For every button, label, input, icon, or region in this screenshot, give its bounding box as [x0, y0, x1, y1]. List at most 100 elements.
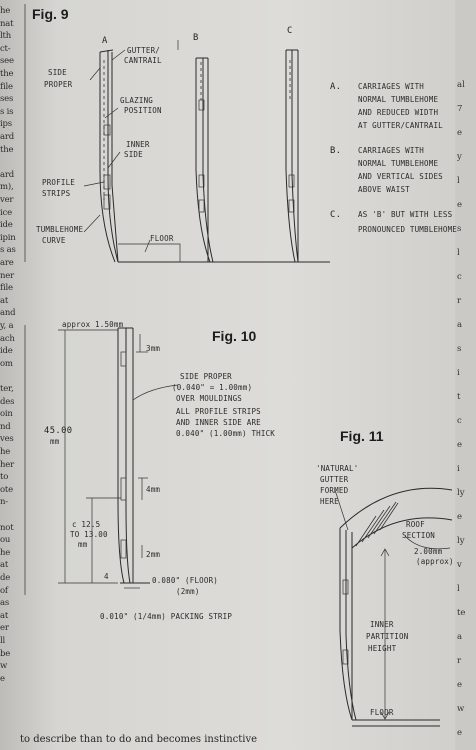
fig11-natural-3: FORMED — [320, 486, 349, 495]
right-margin-fragment: c — [457, 416, 462, 426]
left-margin-fragment: s is — [0, 106, 14, 117]
fig10-note-2: AND INNER SIDE ARE — [176, 418, 261, 427]
fig11-approx-1: 2.00mm — [414, 547, 443, 556]
left-margin-fragment: oin — [0, 409, 13, 420]
right-margin-fragment: ly — [457, 488, 465, 498]
fig9-title: Fig. 9 — [32, 6, 69, 22]
fig9-col-a-label: A — [102, 36, 108, 46]
fig9-label-side: SIDE — [48, 68, 67, 77]
legend-b-line1: CARRIAGES WITH — [358, 146, 425, 155]
left-margin-fragment: w — [0, 661, 8, 672]
fig9-label-floor: FLOOR — [150, 234, 174, 243]
right-margin-fragment: e — [457, 680, 463, 690]
fig10-dim-125-1: c 12.5 — [72, 520, 101, 529]
fig9-label-curve: CURVE — [42, 236, 66, 245]
right-margin-fragment: e — [457, 200, 463, 210]
fig10-dim-45: 45.00 — [44, 426, 73, 436]
left-margin-fragment: her — [0, 459, 14, 470]
left-margin-fragment: s as — [0, 245, 16, 256]
legend-a-line2: NORMAL TUMBLEHOME — [358, 95, 439, 104]
left-margin-fragment: ach — [0, 333, 15, 344]
left-margin-fragment: e — [0, 673, 5, 684]
fig10-dim-125-2: TO 13.00 — [70, 530, 108, 539]
fig11-natural-2: GUTTER — [320, 475, 349, 484]
left-margin-fragment: ipin — [0, 232, 16, 243]
right-margin-fragment: al — [457, 80, 465, 90]
right-margin-fragment: l — [457, 248, 460, 258]
left-margin-fragment: om — [0, 358, 13, 369]
right-margin-fragment: s — [457, 344, 462, 354]
left-margin-fragment: to — [0, 472, 9, 483]
fig9-label-profile: PROFILE — [42, 178, 76, 187]
fig11-inner-2: PARTITION — [366, 632, 409, 641]
fig10-floor-note-2: (2mm) — [176, 587, 200, 596]
right-margin-fragment: a — [457, 632, 463, 642]
right-margin-fragment: e — [457, 728, 463, 738]
left-margin-fragment: ll — [0, 636, 6, 646]
fig9-label-glazing: GLAZING — [120, 96, 154, 105]
fig9-label-inner-side: SIDE — [124, 150, 143, 159]
fig10-side-proper-1: SIDE PROPER — [180, 372, 232, 381]
left-margin-fragment: he — [0, 6, 11, 16]
fig10-side-proper-3: OVER MOULDINGS — [176, 394, 243, 403]
right-margin-fragment: i — [457, 368, 460, 378]
fig9-label-tumblehome: TUMBLEHOME — [36, 225, 84, 234]
left-margin-fragment: de — [0, 573, 11, 583]
left-margin-fragment: ard — [0, 169, 14, 180]
fig10-dim-3mm: 3mm — [146, 344, 161, 353]
right-margin-fragment: v — [457, 560, 462, 570]
left-margin-fragment: n- — [0, 497, 8, 508]
left-margin-fragment: file — [0, 283, 13, 294]
left-margin-fragment: des — [0, 396, 15, 407]
right-margin-fragment: r — [457, 656, 462, 666]
legend-key-b: B. — [330, 146, 342, 156]
left-margin-fragment: are — [0, 258, 14, 268]
fig9-label-position: POSITION — [124, 106, 162, 115]
left-margin-fragment: m), — [0, 182, 14, 193]
fig9-label-cantrail: CANTRAIL — [124, 56, 162, 65]
left-margin-fragment: ves — [0, 434, 14, 445]
right-margin-fragment: e — [457, 128, 463, 138]
fig11-title: Fig. 11 — [340, 428, 384, 444]
right-margin-fragment: w — [457, 704, 465, 714]
right-margin-fragment: te — [457, 608, 466, 618]
left-margin-fragment: ips — [0, 119, 12, 130]
left-margin-fragment: ct- — [0, 43, 11, 54]
left-margin-fragment: ote — [0, 484, 13, 495]
right-margin-fragment: s — [457, 224, 462, 234]
left-margin-fragment: at — [0, 560, 9, 571]
left-margin-fragment: y, a — [0, 321, 14, 331]
left-margin-fragment: ter, — [0, 384, 14, 394]
fig11-natural-1: 'NATURAL' — [316, 464, 359, 473]
left-margin-fragment: nd — [0, 421, 11, 432]
legend-key-a: A. — [330, 82, 342, 92]
fig10-floor-note-1: 0.080" (FLOOR) — [152, 576, 219, 585]
fig9-profile-c — [285, 49, 299, 263]
fig9-profile-b — [195, 57, 214, 263]
fig9-col-c-label: C — [287, 26, 293, 36]
bottom-body-text: to describe than to do and becomes insti… — [20, 734, 258, 745]
fig10-note-1: ALL PROFILE STRIPS — [176, 407, 261, 416]
right-margin-fragment: t — [457, 392, 461, 402]
fig11-approx-2: (approx) — [416, 557, 454, 566]
left-margin-fragment: ver — [0, 195, 14, 205]
left-margin-fragment: he — [0, 447, 11, 457]
fig10-approx: approx 1.50mm — [62, 320, 124, 329]
fig11-inner-3: HEIGHT — [368, 644, 397, 653]
right-margin-fragment: i — [457, 464, 460, 474]
left-margin-fragment: ide — [0, 346, 13, 357]
left-margin-fragment: ses — [0, 94, 14, 105]
fig10-dim-125-3: mm — [78, 540, 88, 549]
right-margin-fragment: 7 — [457, 104, 463, 114]
fig10-dim-4mm: 4mm — [146, 485, 161, 494]
left-margin-fragment: file — [0, 81, 13, 92]
legend-b-line3: AND VERTICAL SIDES — [358, 172, 443, 181]
right-margin-fragment: e — [457, 440, 463, 450]
fig11-roof-1: ROOF — [406, 520, 425, 529]
fig9-label-strips: STRIPS — [42, 189, 71, 198]
legend-a-line1: CARRIAGES WITH — [358, 82, 425, 91]
legend-a-line3: AND REDUCED WIDTH — [358, 108, 439, 117]
legend-key-c: C. — [330, 210, 342, 220]
